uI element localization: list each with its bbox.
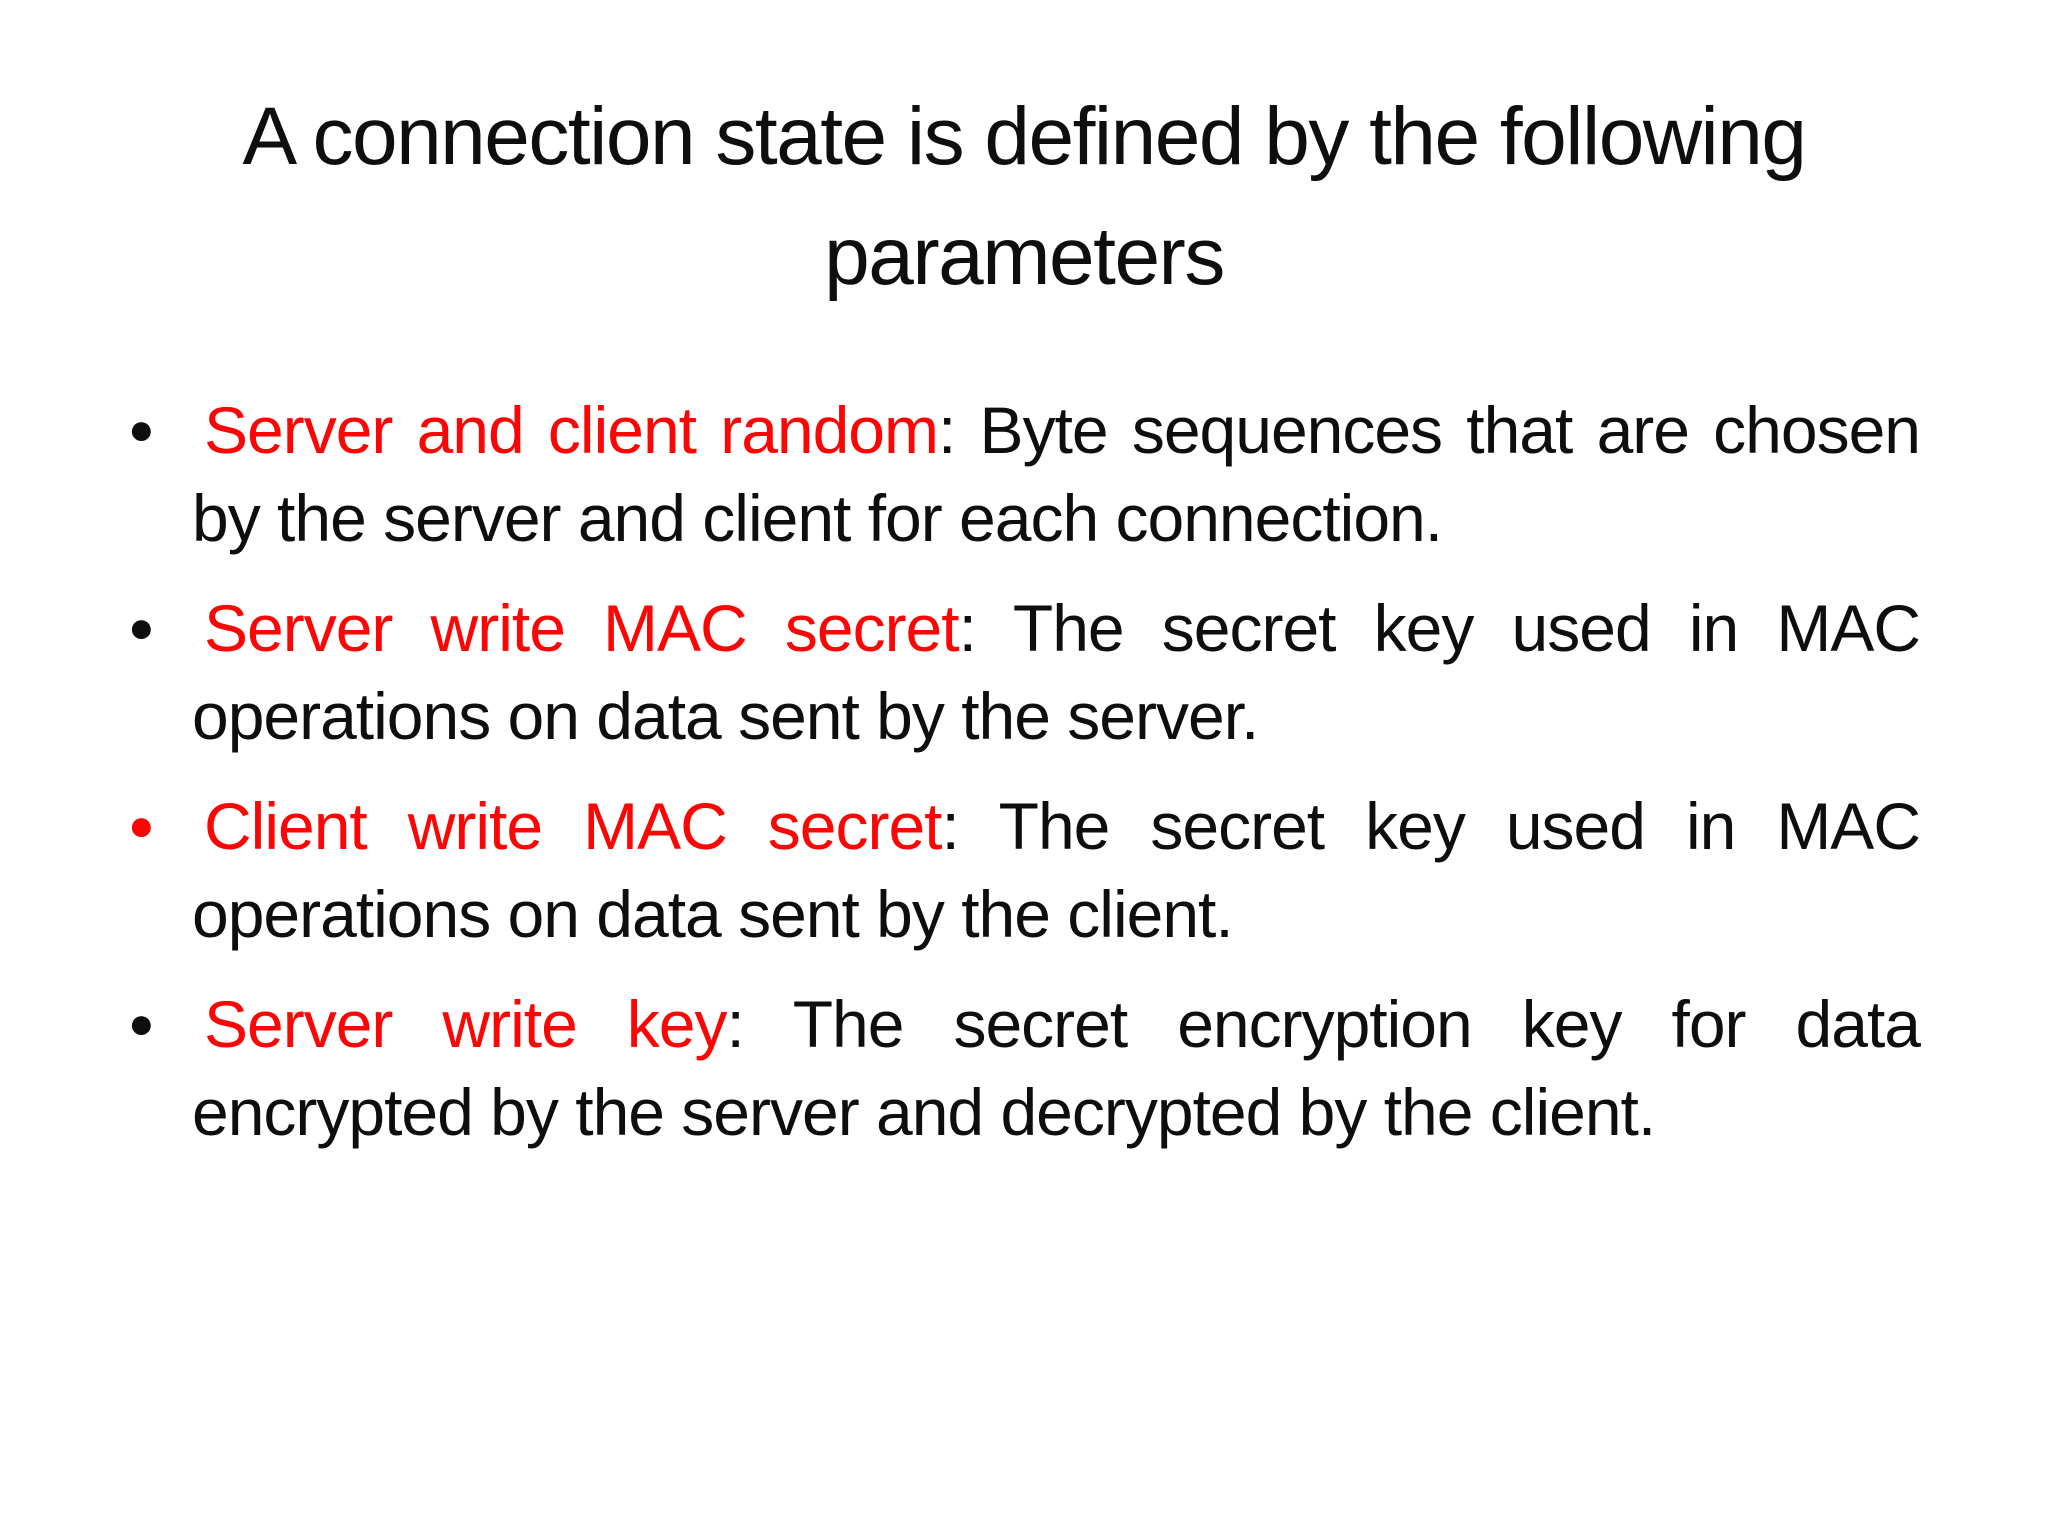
description-text: : The secret key used in MAC operations … bbox=[192, 591, 1921, 753]
term-text: Server write MAC secret bbox=[204, 591, 960, 665]
description-text: : The secret key used in MAC operations … bbox=[192, 789, 1921, 951]
bullet-item-3: ● Client write MAC secret: The secret key… bbox=[80, 782, 1921, 958]
term-text: Server write key bbox=[204, 987, 728, 1061]
bullet-icon: ● bbox=[128, 603, 155, 652]
bullet-item-1: ● Server and client random: Byte sequence… bbox=[80, 386, 1921, 562]
bullet-icon: ● bbox=[128, 801, 155, 850]
slide-title: A connection state is defined by the fol… bbox=[242, 91, 1807, 302]
term-text: Server and client random bbox=[204, 393, 939, 467]
description-text: : Byte sequences that are chosen by the … bbox=[192, 393, 1921, 555]
bullet-list: ● Server and client random: Byte sequence… bbox=[80, 386, 1921, 1156]
term-text: Client write MAC secret bbox=[204, 789, 942, 863]
description-text: : The secret encryption key for data enc… bbox=[192, 987, 1921, 1149]
bullet-icon: ● bbox=[128, 999, 155, 1048]
bullet-icon: ● bbox=[128, 405, 155, 454]
bullet-item-4: ● Server write key: The secret encryption… bbox=[80, 980, 1921, 1156]
bullet-item-2: ● Server write MAC secret: The secret key… bbox=[80, 584, 1921, 760]
